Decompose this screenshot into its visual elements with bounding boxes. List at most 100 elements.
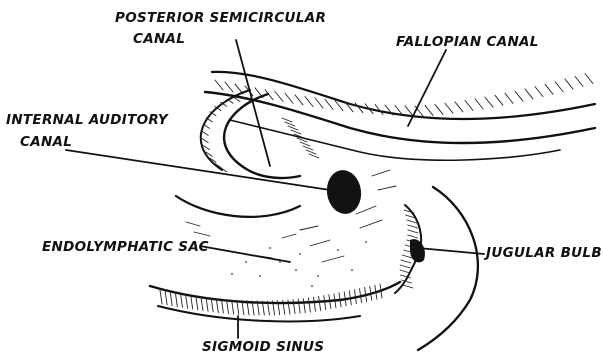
hatch-stroke bbox=[435, 104, 443, 114]
hatch-stroke bbox=[565, 79, 573, 89]
hatch-stroke bbox=[180, 293, 182, 307]
hatch-stroke bbox=[315, 98, 323, 108]
hatch-stroke bbox=[175, 293, 177, 307]
hatch-stroke bbox=[225, 82, 233, 92]
hatch-stroke bbox=[300, 142, 310, 146]
hatch-stroke bbox=[282, 118, 292, 122]
hatch-stroke bbox=[356, 206, 376, 214]
hatch-stroke bbox=[407, 220, 417, 223]
hatch-stroke bbox=[360, 220, 382, 228]
leader-endolymphatic-sac bbox=[200, 246, 290, 262]
hatch-stroke bbox=[170, 292, 172, 306]
hatch-stroke bbox=[555, 82, 563, 92]
hatch-stroke bbox=[378, 186, 396, 190]
speck-dot bbox=[269, 247, 271, 249]
label-posterior-semicircular-canal-line1: POSTERIOR SEMICIRCULAR bbox=[115, 10, 326, 26]
speck-dot bbox=[295, 269, 297, 271]
hatch-stroke bbox=[288, 126, 298, 130]
hatch-stroke bbox=[400, 270, 410, 273]
speck-dot bbox=[299, 253, 301, 255]
label-endolymphatic-sac: ENDOLYMPHATIC SAC bbox=[42, 239, 209, 255]
speck-dot bbox=[337, 249, 339, 251]
hatch-stroke bbox=[322, 256, 344, 262]
internal-auditory-canal-drawing bbox=[324, 168, 364, 216]
hatch-stroke bbox=[319, 296, 321, 310]
speck-dot bbox=[311, 285, 313, 287]
jugular-bulb-drawing bbox=[395, 187, 478, 350]
hatch-stroke bbox=[403, 285, 413, 288]
hatch-stroke bbox=[186, 222, 200, 226]
hatch-stroke bbox=[305, 97, 313, 107]
fallopian-canal-drawing bbox=[205, 72, 595, 160]
hatch-stroke bbox=[325, 99, 333, 109]
hatch-stroke bbox=[445, 103, 453, 113]
speck-dot bbox=[245, 261, 247, 263]
hatch-stroke bbox=[303, 146, 313, 150]
hatch-stroke bbox=[455, 102, 463, 112]
label-posterior-semicircular-canal-line2: CANAL bbox=[133, 31, 185, 47]
hatch-stroke bbox=[515, 91, 523, 101]
hatch-stroke bbox=[485, 97, 493, 107]
hatch-stroke bbox=[400, 265, 410, 268]
hatch-stroke bbox=[215, 80, 223, 90]
hatch-stroke bbox=[191, 295, 193, 309]
hatch-stroke bbox=[194, 232, 210, 236]
hatch-stroke bbox=[291, 130, 301, 134]
hatch-stroke bbox=[204, 146, 210, 150]
hatch-stroke bbox=[408, 230, 418, 233]
hatch-stroke bbox=[401, 260, 411, 263]
hatch-stroke bbox=[545, 84, 553, 94]
label-internal-auditory-canal-line2: CANAL bbox=[20, 134, 72, 150]
hatch-stroke bbox=[475, 99, 483, 109]
leader-fallopian-canal bbox=[408, 50, 446, 126]
hatch-stroke bbox=[308, 298, 310, 312]
hatch-stroke bbox=[525, 89, 533, 99]
label-jugular-bulb: JUGULAR BULB bbox=[483, 245, 602, 261]
speck-dot bbox=[351, 269, 353, 271]
hatch-stroke bbox=[202, 131, 208, 135]
hatch-stroke bbox=[585, 74, 593, 84]
speck-dot bbox=[365, 241, 367, 243]
hatch-stroke bbox=[160, 290, 162, 304]
hatch-stroke bbox=[505, 93, 513, 103]
hatch-stroke bbox=[535, 87, 543, 97]
hatch-stroke bbox=[309, 154, 319, 158]
surface-specks bbox=[231, 241, 367, 287]
leader-jugular-bulb bbox=[418, 248, 484, 254]
hatch-stroke bbox=[408, 235, 418, 238]
hatch-stroke bbox=[298, 299, 300, 313]
speck-dot bbox=[231, 273, 233, 275]
hatch-stroke bbox=[402, 255, 412, 258]
hatch-stroke bbox=[282, 234, 296, 238]
hatch-stroke bbox=[300, 226, 318, 230]
hatch-stroke bbox=[310, 240, 330, 246]
speck-dot bbox=[259, 275, 261, 277]
hatch-stroke bbox=[575, 76, 583, 86]
hatch-stroke bbox=[425, 105, 433, 115]
hatch-stroke bbox=[295, 95, 303, 105]
hatch-stroke bbox=[495, 95, 503, 105]
hatch-stroke bbox=[306, 150, 316, 154]
hatch-stroke bbox=[408, 225, 418, 228]
hatch-stroke bbox=[285, 93, 293, 103]
leader-lines bbox=[66, 40, 484, 338]
speck-dot bbox=[279, 261, 281, 263]
hatch-stroke bbox=[275, 92, 283, 102]
leader-internal-auditory-canal bbox=[66, 150, 330, 190]
hatch-stroke bbox=[324, 296, 326, 310]
hatch-stroke bbox=[227, 99, 233, 103]
hatch-stroke bbox=[465, 100, 473, 110]
label-internal-auditory-canal-line1: INTERNAL AUDITORY bbox=[6, 112, 169, 128]
label-fallopian-canal: FALLOPIAN CANAL bbox=[396, 34, 539, 50]
speck-dot bbox=[317, 275, 319, 277]
sigmoid-sinus-drawing bbox=[150, 282, 400, 321]
posterior-semicircular-canal-drawing bbox=[176, 90, 319, 217]
hatch-stroke bbox=[372, 170, 390, 176]
label-sigmoid-sinus: SIGMOID SINUS bbox=[202, 339, 324, 355]
hatch-stroke bbox=[202, 139, 208, 143]
hatch-stroke bbox=[165, 291, 167, 305]
hatch-stroke bbox=[285, 122, 295, 126]
hatch-stroke bbox=[303, 299, 305, 313]
hatch-stroke bbox=[204, 124, 210, 128]
